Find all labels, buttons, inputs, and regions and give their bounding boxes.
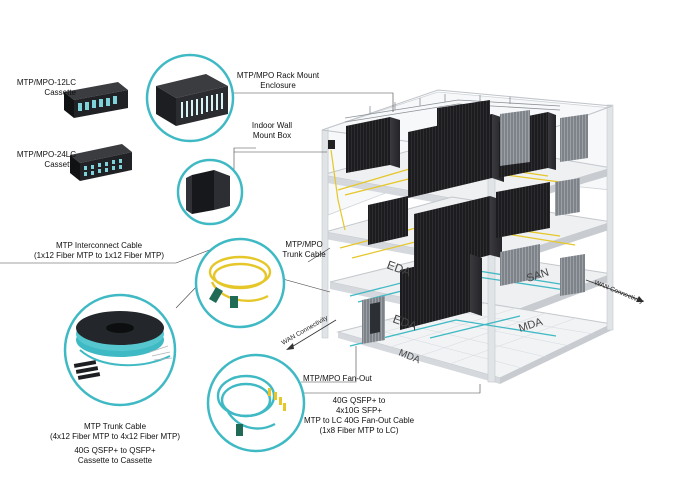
rack-enclosure-callout bbox=[145, 53, 235, 143]
cabinet-row bbox=[368, 196, 408, 245]
label-trunk-cable-side: MTP/MPO Trunk Cable bbox=[282, 240, 326, 259]
wall-box-callout bbox=[176, 158, 244, 226]
cassette-24lc bbox=[70, 144, 132, 181]
top-floor-cabinets bbox=[346, 100, 588, 198]
label-cassette-24lc: MTP/MPO-24LC Cassette bbox=[16, 150, 76, 169]
label-rack-enclosure: MTP/MPO Rack Mount Enclosure bbox=[236, 71, 320, 90]
cassette-12lc bbox=[64, 82, 128, 118]
gray-server bbox=[560, 114, 588, 162]
wan-label-right: WAN Connectivity bbox=[593, 279, 645, 305]
label-wall-box: Indoor Wall Mount Box bbox=[251, 121, 293, 140]
roof-cable-tray bbox=[344, 94, 561, 123]
cabinet-row bbox=[496, 182, 550, 238]
wall-mount-box bbox=[192, 170, 214, 214]
cabinet-row bbox=[400, 254, 470, 330]
fanout-cable-callout bbox=[206, 353, 306, 453]
label-qsfp-cassette: 40G QSFP+ to QSFP+ Cassette to Cassette bbox=[74, 446, 156, 465]
gray-server bbox=[555, 178, 580, 216]
first-floor-cabinets bbox=[400, 244, 585, 330]
label-fanout-desc: 40G QSFP+ to 4x10G SFP+ MTP to LC 40G Fa… bbox=[303, 396, 415, 435]
label-interconnect: MTP Interconnect Cable (1x12 Fiber MTP t… bbox=[33, 241, 165, 260]
gray-server bbox=[560, 254, 585, 296]
wan-arrow-right: WAN Connectivity bbox=[585, 279, 645, 306]
cabinet-row bbox=[408, 114, 492, 198]
gray-server bbox=[500, 244, 540, 286]
wall-box-on-building bbox=[328, 140, 335, 149]
pillar-left bbox=[321, 129, 329, 339]
gray-server bbox=[500, 110, 530, 166]
label-cassette-12lc: MTP/MPO-12LC Cassette bbox=[16, 78, 76, 97]
pillar-right bbox=[606, 104, 614, 331]
label-trunk-cable: MTP Trunk Cable (4x12 Fiber MTP to 4x12 … bbox=[49, 422, 181, 441]
trunk-cable-callout bbox=[63, 293, 177, 407]
interconnect-cable-callout bbox=[194, 237, 286, 329]
pillar-front bbox=[487, 149, 496, 383]
second-floor-cabinets bbox=[368, 178, 580, 275]
label-fanout: MTP/MPO Fan-Out bbox=[303, 374, 372, 383]
cabinet-row bbox=[346, 117, 390, 173]
ground-floor-equipment bbox=[362, 296, 385, 344]
